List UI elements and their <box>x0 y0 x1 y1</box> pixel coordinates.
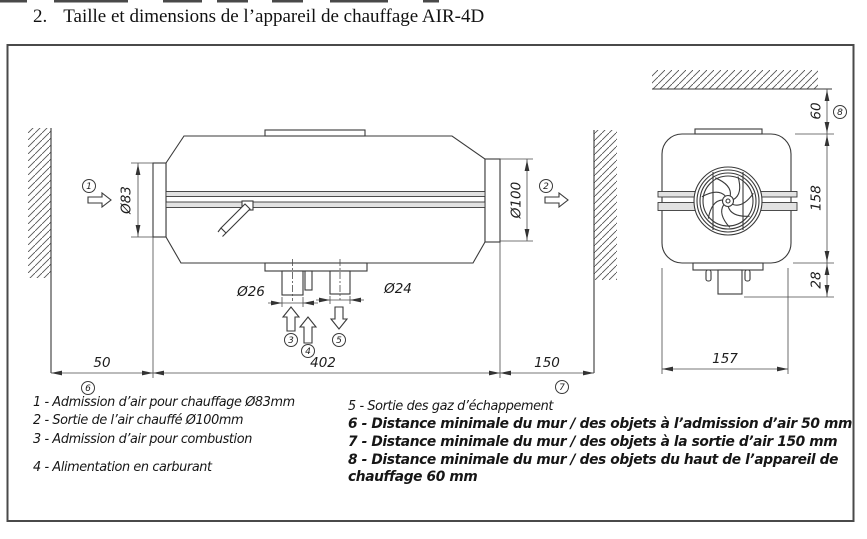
dim-label-d100: Ø100 <box>509 182 525 219</box>
fuel-pipe <box>304 270 313 291</box>
mounting-plate-side <box>264 262 368 272</box>
dim-front-width: 157 <box>661 268 789 374</box>
flow-arrows: 3 4 5 <box>281 306 349 358</box>
callout-4: 4 <box>301 344 315 358</box>
callout-8: 8 <box>833 105 847 119</box>
dim-label-d24: Ø24 <box>383 281 412 297</box>
dim-label-60: 60 <box>809 102 825 119</box>
air-outlet-flange <box>484 158 501 243</box>
callout-2: 2 <box>539 179 553 193</box>
section-title: Taille et dimensions de l’appareil de ch… <box>63 6 485 27</box>
dim-label-158: 158 <box>809 185 825 211</box>
section-number: 2. <box>33 6 48 27</box>
clipped-text-fragment <box>0 0 439 3</box>
svg-text:4: 4 <box>305 347 311 357</box>
front-view: 60 158 28 8 157 <box>652 70 847 374</box>
dim-exhaust: Ø24 <box>316 281 412 304</box>
svg-text:2: 2 <box>543 182 549 192</box>
dim-air-inlet: Ø83 <box>119 162 153 238</box>
mounting-plate-front <box>692 262 764 271</box>
dim-air-outlet: Ø100 <box>500 158 533 242</box>
legend-item-3: 3 - Admission d’air pour combustion <box>33 431 252 447</box>
dim-vertical-stack: 60 158 28 8 <box>744 89 847 298</box>
side-view: Ø26 Ø24 3 <box>28 128 617 395</box>
legend-item-6: 6 - Distance minimale du mur / des objet… <box>348 416 852 432</box>
dim-label-d83: Ø83 <box>119 186 135 215</box>
air-inlet-flange <box>152 162 167 238</box>
legend-item-5: 5 - Sortie des gaz d’échappement <box>348 398 554 414</box>
callout-6: 6 <box>81 381 95 395</box>
svg-text:1: 1 <box>86 182 92 192</box>
callout-3: 3 <box>284 333 298 347</box>
air-outlet-arrow-group: 2 <box>539 179 569 209</box>
bottom-connector-block <box>717 269 743 295</box>
legend-item-1: 1 - Admission d’air pour chauffage Ø83mm <box>33 394 295 410</box>
dim-label-402: 402 <box>310 355 336 371</box>
dim-label-150: 150 <box>534 355 560 371</box>
dim-bottom-chain: 50 402 150 6 7 <box>51 355 594 395</box>
left-wall-hatching <box>28 128 52 373</box>
fuel-arrow <box>298 316 318 344</box>
right-wall-hatching <box>593 130 617 373</box>
callout-1: 1 <box>82 179 96 193</box>
dim-label-d26: Ø26 <box>236 284 265 300</box>
dim-label-28: 28 <box>809 271 825 288</box>
svg-text:8: 8 <box>837 108 843 118</box>
svg-text:5: 5 <box>336 336 342 346</box>
combustion-air-arrow <box>281 306 301 332</box>
svg-text:7: 7 <box>559 383 565 393</box>
svg-text:3: 3 <box>288 336 294 346</box>
callout-7: 7 <box>555 380 569 394</box>
bottom-pipes <box>264 259 368 301</box>
figure-frame <box>6 44 855 522</box>
mounting-pin <box>744 269 751 282</box>
exhaust-arrow <box>329 306 349 330</box>
dim-label-157: 157 <box>712 351 738 367</box>
svg-text:6: 6 <box>85 384 91 394</box>
mounting-assembly-front <box>692 262 764 295</box>
heater-body-side <box>152 129 501 264</box>
dim-label-50: 50 <box>93 355 110 371</box>
legend-item-8: 8 - Distance minimale du mur / des objet… <box>348 452 839 485</box>
mounting-pin <box>705 269 712 282</box>
page-title: 2. Taille et dimensions de l’appareil de … <box>33 6 484 28</box>
air-inlet-arrow-group: 1 <box>82 179 112 209</box>
fuel-line-detail <box>217 200 254 237</box>
fan-impeller <box>693 166 763 236</box>
air-inlet-arrow <box>87 191 112 209</box>
callout-5: 5 <box>332 333 346 347</box>
legend-item-4: 4 - Alimentation en carburant <box>33 459 212 475</box>
legend-item-7: 7 - Distance minimale du mur / des objet… <box>348 434 838 450</box>
dim-combustion-inlet: Ø26 <box>236 284 318 307</box>
air-outlet-arrow <box>544 191 569 209</box>
legend-item-2: 2 - Sortie de l’air chauffé Ø100mm <box>33 412 244 428</box>
ceiling-hatching <box>652 70 832 90</box>
